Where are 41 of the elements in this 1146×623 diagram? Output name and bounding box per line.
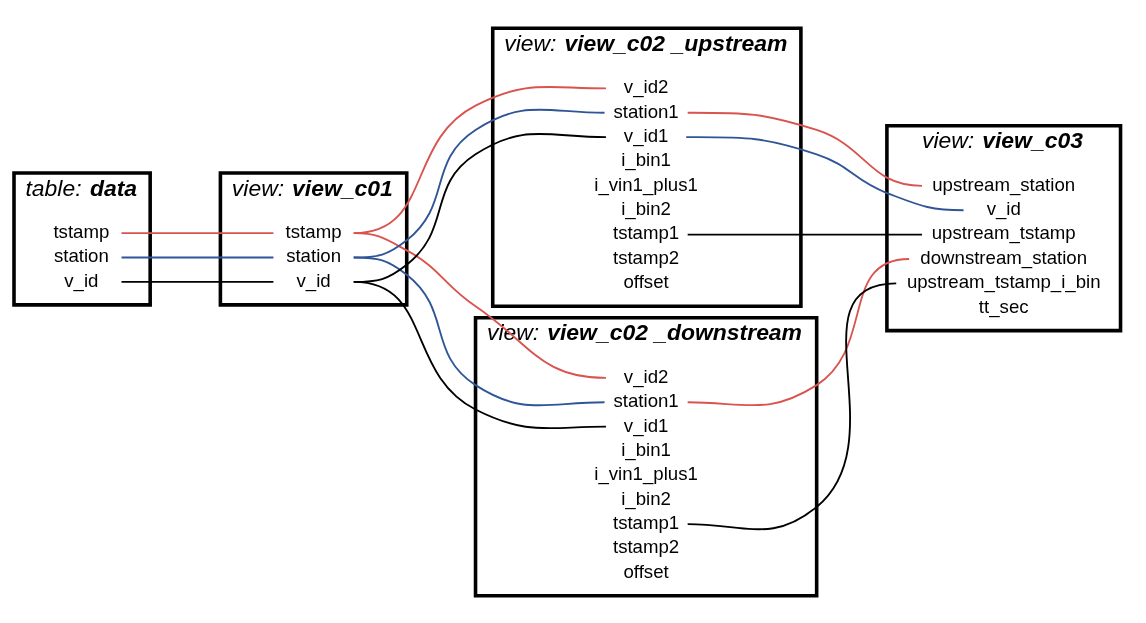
node-text: v_id2 (623, 365, 669, 387)
node-text: tstamp (285, 220, 342, 242)
connector (686, 281, 898, 530)
connector (686, 257, 911, 406)
node-text: offset (623, 270, 669, 292)
connector (120, 256, 275, 258)
node-text: i_bin2 (621, 487, 671, 509)
node-text: station (286, 244, 341, 266)
node-text: v_id1 (623, 414, 669, 436)
node-text: tstamp2 (612, 246, 680, 268)
node-text: offset (623, 560, 669, 582)
connector (685, 135, 965, 211)
node-text: upstream_tstamp_i_bin (906, 270, 1101, 292)
node-text: station1 (613, 100, 679, 122)
node-text: v_id (64, 269, 99, 291)
node-text: station1 (613, 389, 679, 411)
node-text: upstream_station (932, 173, 1076, 195)
node-text: i_bin1 (621, 438, 671, 460)
node-text: i_bin1 (621, 148, 671, 170)
connector (352, 280, 607, 429)
node-text: upstream_tstamp (931, 221, 1076, 243)
node-text: tstamp1 (612, 221, 680, 243)
connector (120, 280, 275, 283)
node-text: v_id (986, 197, 1021, 219)
node-text: i_bin2 (621, 197, 671, 219)
node-text: tstamp2 (612, 535, 680, 557)
node-text: v_id (296, 269, 331, 291)
node-text: downstream_station (920, 246, 1088, 268)
connector (352, 256, 606, 406)
node-text: station (53, 244, 109, 266)
connector (352, 231, 607, 379)
connector (686, 111, 923, 187)
node-text: i_vin1_plus1 (594, 462, 698, 484)
node-text: tstamp1 (612, 511, 680, 533)
node-text: i_vin1_plus1 (594, 173, 698, 195)
connector (686, 233, 923, 236)
connector (120, 231, 275, 234)
node-text: v_id2 (623, 75, 669, 97)
node-text: v_id1 (623, 124, 669, 146)
node-text: tstamp (53, 220, 110, 242)
node-text: tt_sec (978, 295, 1029, 317)
